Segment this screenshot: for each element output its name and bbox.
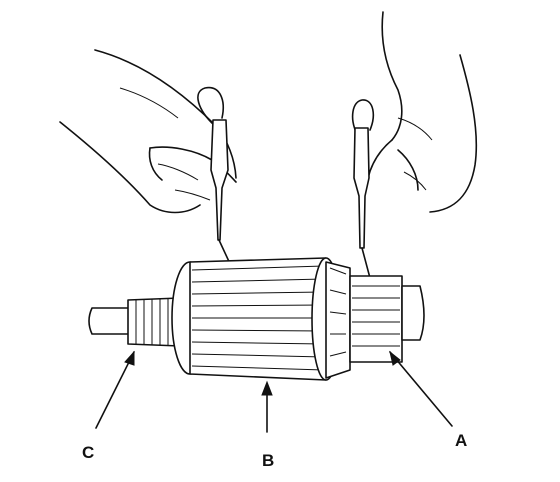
label-c: C bbox=[82, 443, 94, 462]
right-hand bbox=[367, 11, 478, 213]
callout-arrows bbox=[95, 350, 453, 433]
label-a: A bbox=[455, 431, 467, 450]
left-probe bbox=[197, 86, 233, 269]
armature bbox=[88, 257, 425, 381]
label-b: B bbox=[262, 451, 274, 470]
left-hand bbox=[59, 49, 237, 214]
right-probe bbox=[351, 99, 375, 279]
